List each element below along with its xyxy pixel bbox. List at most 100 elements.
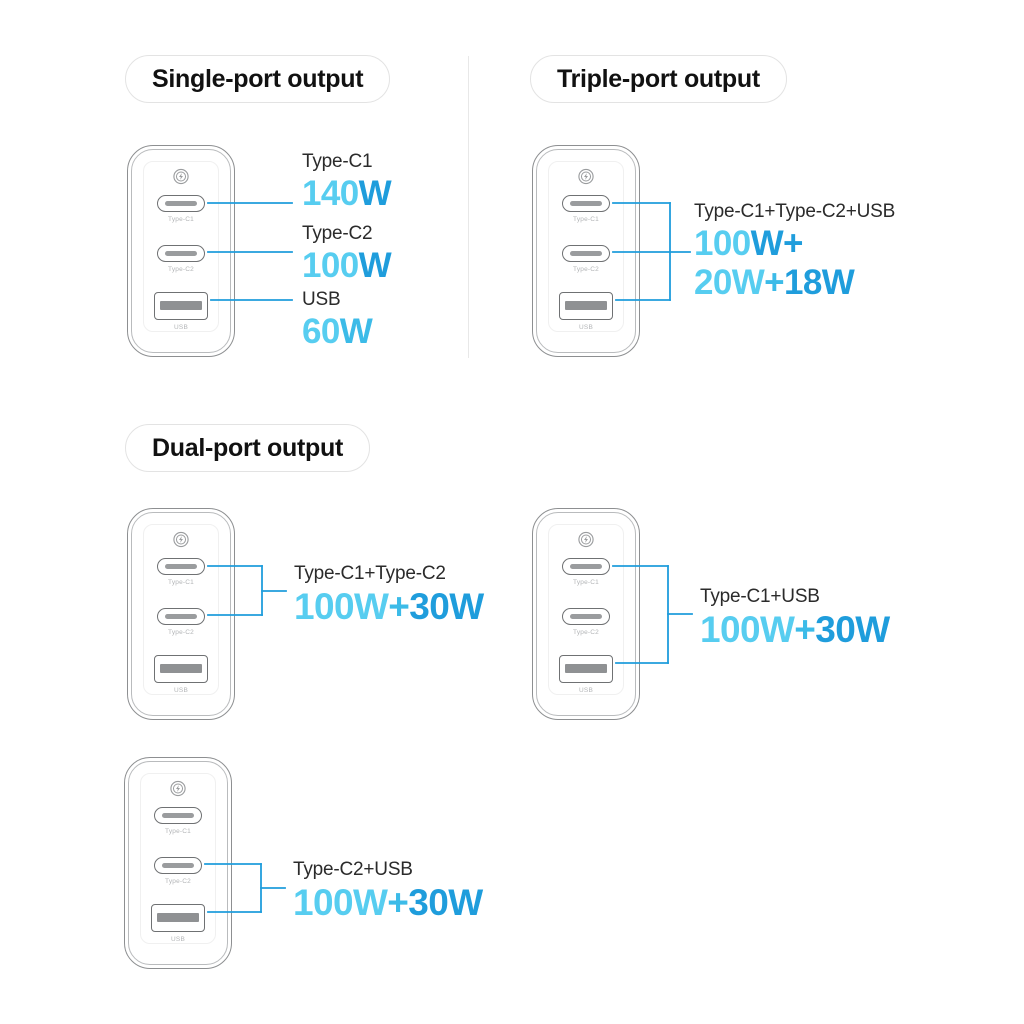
value-number-a: 20 [694,262,732,302]
port-usb-a[interactable]: USB [559,291,613,331]
callout-title: Type-C1 [302,151,373,172]
port-label: USB [174,323,188,331]
value-unit-b: W [821,262,855,302]
usb-c-slot-icon [157,557,205,575]
port-type-c1[interactable]: Type-C1 [154,806,202,835]
usb-a-slot-icon [559,291,613,320]
callout-dual-c2usb: Type-C2+USB 100W+30W [293,858,483,923]
value-unit-b: W [449,585,484,627]
callout-triple: Type-C1+Type-C2+USB 100W+ 20W+18W [694,200,895,302]
charger-device-dual-c2usb: Type-C1 Type-C2 USB [124,757,232,969]
port-type-c2[interactable]: Type-C2 [157,244,205,273]
value-unit: W [339,311,373,351]
callout-value: 140W [302,173,392,213]
usb-c-slot-icon [157,244,205,262]
value-plus: + [388,585,410,627]
callout-title: Type-C2 [302,223,373,244]
usb-c-slot-icon [562,607,610,625]
usb-c-slot-icon [562,557,610,575]
port-label: Type-C1 [165,827,191,835]
value-unit-a: W [759,608,795,650]
value-number: 100 [302,245,359,285]
lightning-bolt-circle-icon [170,780,187,797]
value-plus: + [764,262,785,302]
charger-front-panel: Type-C1 Type-C2 USB [142,523,220,695]
value-plus: + [794,608,816,650]
value-number-a: 100 [293,881,354,923]
usb-c-slot-icon [562,244,610,262]
charger-front-panel: Type-C1 Type-C2 USB [547,160,625,332]
heading-triple-port-label: Triple-port output [557,64,760,93]
port-type-c1[interactable]: Type-C1 [562,557,610,586]
charger-front-panel: Type-C1 Type-C2 USB [142,160,220,332]
port-label: Type-C1 [573,215,599,223]
value-unit-a: W [353,585,389,627]
port-usb-a[interactable]: USB [154,291,208,331]
port-type-c2[interactable]: Type-C2 [562,244,610,273]
heading-single-port-label: Single-port output [152,64,364,93]
usb-a-slot-icon [151,903,205,932]
callout-value: 100W+30W [700,609,890,650]
value-number-a: 100 [294,585,355,627]
callout-title: USB [302,289,341,310]
charger-device-single: Type-C1 Type-C2 USB [127,145,235,357]
lightning-bolt-circle-icon [173,531,190,548]
port-label: Type-C1 [168,578,194,586]
callout-value-line1: 100W+ [694,224,895,263]
usb-c-slot-icon [154,856,202,874]
heading-dual-port-label: Dual-port output [152,433,343,462]
callout-title: Type-C2+USB [293,859,413,880]
port-type-c2[interactable]: Type-C2 [562,607,610,636]
charger-front-panel: Type-C1 Type-C2 USB [547,523,625,695]
port-label: USB [579,686,593,694]
value-number-b: 30 [815,608,856,650]
value-unit: W [358,173,392,213]
callout-value: 100W+30W [293,882,483,923]
callout-single-c2: Type-C2 100W [302,222,392,285]
value-unit-b: W [855,608,890,650]
value-plus: + [387,881,409,923]
port-label: Type-C1 [168,215,194,223]
charger-device-triple: Type-C1 Type-C2 USB [532,145,640,357]
lightning-bolt-circle-icon [578,168,595,185]
callout-single-c1: Type-C1 140W [302,150,392,213]
port-type-c1[interactable]: Type-C1 [562,194,610,223]
port-usb-a[interactable]: USB [559,654,613,694]
value-number-a: 100 [700,608,761,650]
value-number-b: 30 [408,881,449,923]
port-type-c2[interactable]: Type-C2 [154,856,202,885]
callout-dual-c1usb: Type-C1+USB 100W+30W [700,585,890,650]
port-label: USB [171,935,185,943]
port-type-c1[interactable]: Type-C1 [157,557,205,586]
callout-value-line2: 20W+18W [694,263,895,302]
usb-a-slot-icon [154,654,208,683]
charger-device-dual-c1usb: Type-C1 Type-C2 USB [532,508,640,720]
port-type-c2[interactable]: Type-C2 [157,607,205,636]
port-type-c1[interactable]: Type-C1 [157,194,205,223]
port-label: Type-C2 [168,265,194,273]
value-unit: W [358,245,392,285]
callout-dual-c1c2: Type-C1+Type-C2 100W+30W [294,562,484,627]
callout-value: 100W+30W [294,586,484,627]
value-unit-b: W [448,881,483,923]
usb-c-slot-icon [562,194,610,212]
value-number: 100 [694,223,751,263]
value-number-b: 18 [784,262,822,302]
port-label: Type-C2 [165,877,191,885]
port-usb-a[interactable]: USB [154,654,208,694]
usb-c-slot-icon [157,194,205,212]
value-number: 140 [302,173,359,213]
usb-a-slot-icon [154,291,208,320]
callout-single-usb: USB 60W [302,288,373,351]
usb-c-slot-icon [157,607,205,625]
charger-device-dual-c1c2: Type-C1 Type-C2 USB [127,508,235,720]
port-label: Type-C1 [573,578,599,586]
heading-single-port: Single-port output [125,55,391,103]
value-plus: + [783,223,803,263]
port-label: Type-C2 [573,628,599,636]
callout-title: Type-C1+USB [700,586,820,607]
port-label: USB [579,323,593,331]
port-usb-a[interactable]: USB [151,903,205,943]
callout-value: 60W [302,311,373,351]
